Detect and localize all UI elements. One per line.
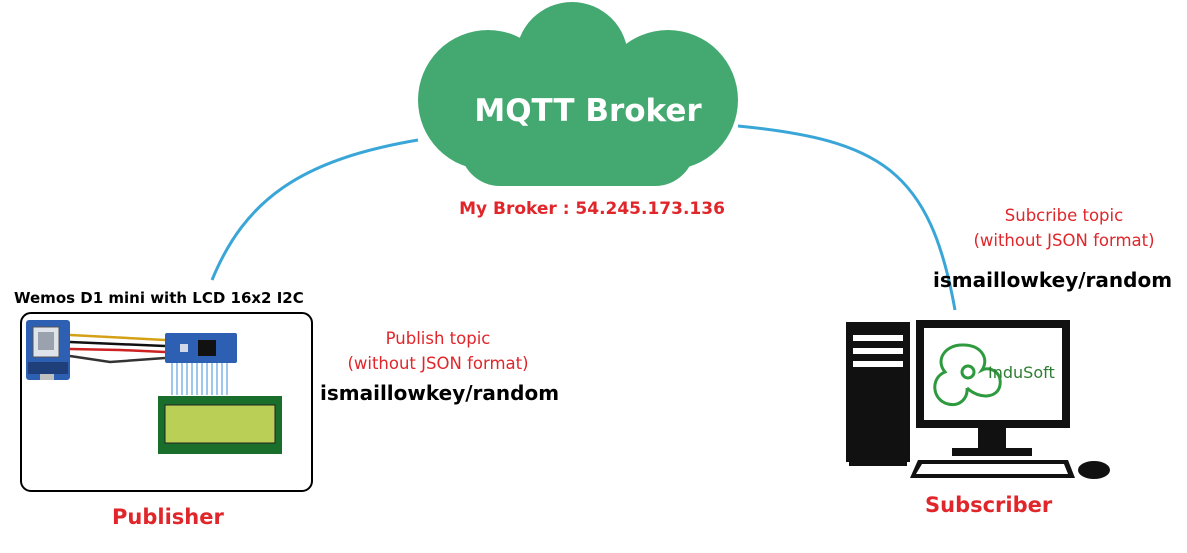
publisher-role-label: Publisher <box>112 505 224 529</box>
publish-topic-label-line1: Publish topic <box>385 329 491 348</box>
publish-topic-label: Publish topic (without JSON format) <box>318 326 558 376</box>
i2c-adapter-icon <box>165 333 237 395</box>
broker-label: MQTT Broker <box>474 93 702 129</box>
cloud-icon <box>418 2 738 186</box>
subscribe-topic-label: Subcribe topic (without JSON format) <box>944 203 1184 253</box>
wemos-board-icon <box>26 320 70 380</box>
broker-address: My Broker : 54.245.173.136 <box>459 199 725 219</box>
desktop-computer-icon <box>846 320 1110 479</box>
subscriber-link-line <box>737 124 957 311</box>
publisher-link-line <box>210 138 419 281</box>
subscribe-topic-label-line2: (without JSON format) <box>973 231 1155 250</box>
publish-topic-label-line2: (without JSON format) <box>347 354 529 373</box>
wires <box>69 333 166 364</box>
subscriber-role-label: Subscriber <box>925 493 1053 517</box>
publish-topic-name: ismaillowkey/random <box>320 381 560 405</box>
indusoft-logo-icon <box>933 343 1002 407</box>
lcd-display-icon <box>158 396 282 454</box>
subscribe-topic-label-line1: Subcribe topic <box>1004 206 1124 225</box>
indusoft-logo-text: InduSoft <box>988 363 1055 382</box>
subscribe-topic-name: ismaillowkey/random <box>933 268 1173 292</box>
publisher-device-title: Wemos D1 mini with LCD 16x2 I2C <box>14 289 304 307</box>
